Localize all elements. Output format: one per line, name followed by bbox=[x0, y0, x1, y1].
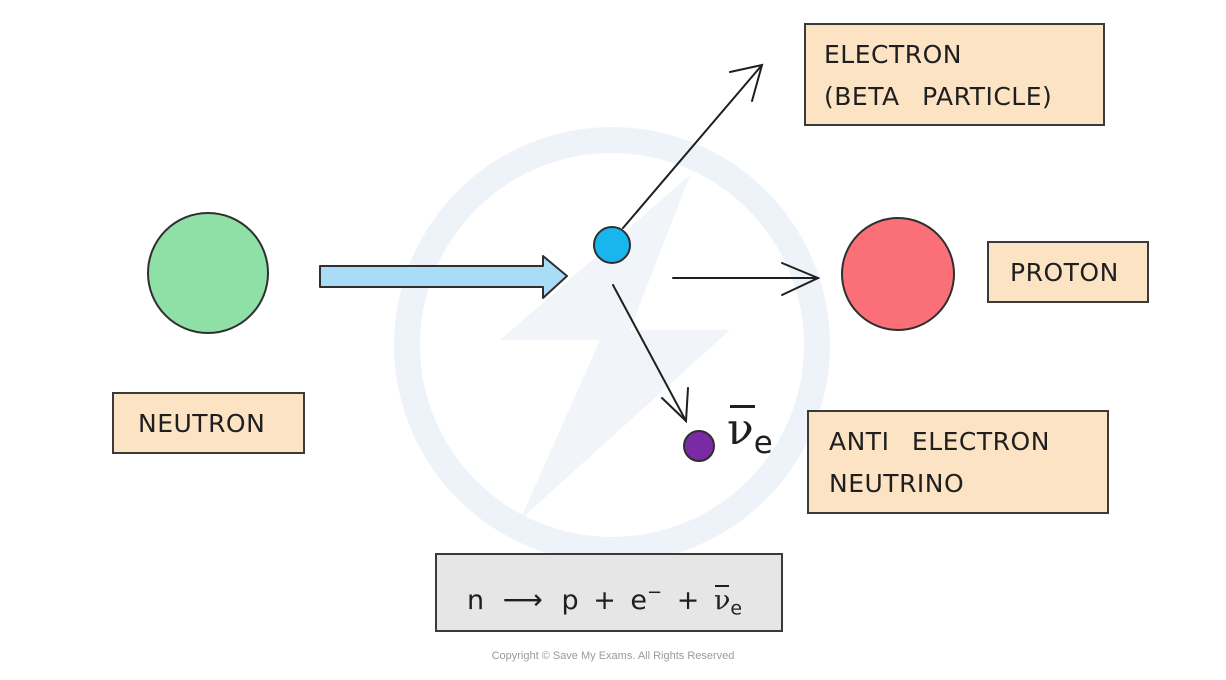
antineutrino-symbol-subscript: e bbox=[753, 425, 773, 462]
electron-label: ELECTRON (BETA PARTICLE) bbox=[804, 23, 1105, 126]
equation-electron-charge: − bbox=[647, 582, 663, 603]
proton-label: PROTON bbox=[987, 241, 1149, 303]
proton-arrow bbox=[672, 262, 821, 296]
equation-neutron: n bbox=[467, 585, 485, 616]
electron-label-line-1: ELECTRON bbox=[824, 40, 962, 69]
equation-antineutrino-overbar bbox=[714, 585, 729, 587]
antineutrino-label-line-1: ANTI ELECTRON bbox=[829, 427, 1050, 456]
decay-arrow bbox=[319, 255, 568, 299]
antineutrino-label-line-2: NEUTRINO bbox=[829, 469, 965, 498]
equation-proton: p bbox=[561, 585, 579, 616]
antineutrino-arrow bbox=[612, 284, 689, 424]
proton-particle bbox=[841, 217, 955, 331]
electron-particle bbox=[593, 226, 631, 264]
equation-antineutrino-letter: ν bbox=[713, 585, 731, 616]
watermark-logo-icon bbox=[394, 127, 830, 563]
neutron-label: NEUTRON bbox=[112, 392, 305, 454]
neutron-particle bbox=[147, 212, 269, 334]
equation-plus-1: + bbox=[593, 585, 616, 616]
decay-equation: n ⟶ p + e− + νe bbox=[435, 553, 783, 632]
antineutrino-label: ANTI ELECTRON NEUTRINO bbox=[807, 410, 1109, 514]
equation-electron-letter: e bbox=[630, 585, 648, 616]
proton-label-text: PROTON bbox=[1010, 258, 1119, 287]
antineutrino-symbol: νe bbox=[727, 402, 773, 471]
equation-antineutrino: νe bbox=[714, 563, 742, 647]
equation-plus-2: + bbox=[676, 585, 700, 616]
electron-label-line-2: (BETA PARTICLE) bbox=[824, 82, 1053, 111]
equation-antineutrino-subscript: e bbox=[730, 597, 742, 620]
equation-electron: e− bbox=[630, 555, 662, 638]
antineutrino-symbol-overbar bbox=[730, 405, 755, 408]
equation-arrow: ⟶ bbox=[502, 583, 543, 616]
antineutrino-symbol-letter: ν bbox=[727, 404, 754, 455]
neutron-label-text: NEUTRON bbox=[138, 409, 266, 438]
electron-arrow bbox=[622, 63, 764, 229]
copyright-notice: Copyright © Save My Exams. All Rights Re… bbox=[491, 650, 735, 662]
antineutrino-particle bbox=[683, 430, 715, 462]
